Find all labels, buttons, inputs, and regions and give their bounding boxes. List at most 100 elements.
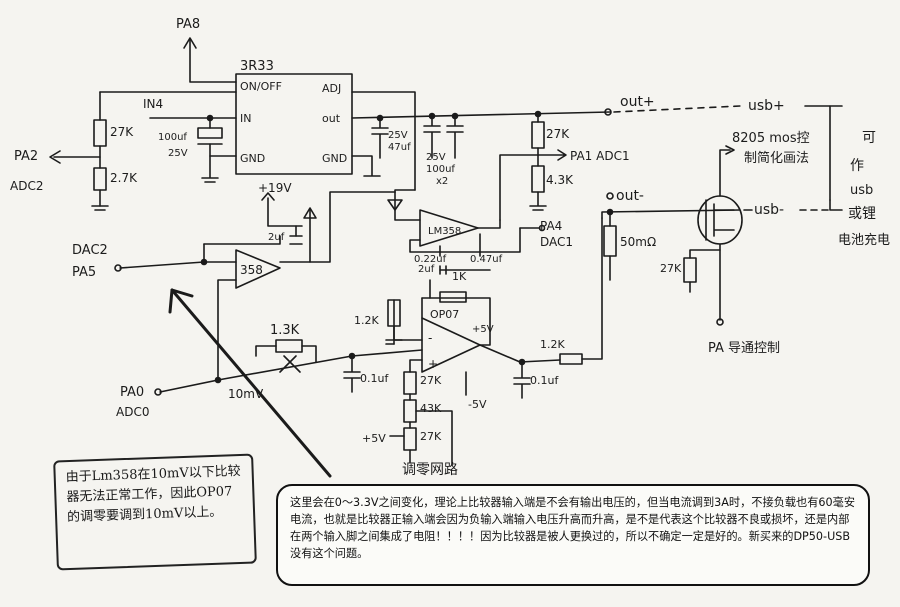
label-adj: ADJ <box>322 82 341 95</box>
label-p5v-b: +5V <box>362 432 386 445</box>
wire-adj <box>351 91 416 191</box>
opamp-358 <box>235 249 281 289</box>
diode-a <box>387 199 403 211</box>
label-cap-out-v: 47uf <box>388 142 411 153</box>
label-onoff: ON/OFF <box>240 80 282 93</box>
label-pa2: PA2 <box>14 149 38 164</box>
label-side-4: 或锂 <box>848 206 876 222</box>
ground-left <box>91 205 109 211</box>
label-pa-ctrl: PA 导通控制 <box>708 341 780 356</box>
label-r43k: 43K <box>420 402 442 415</box>
label-r1-2k: 1.2K <box>354 314 379 327</box>
label-pa4: PA4 <box>540 219 562 233</box>
lm358-comparator <box>419 209 479 247</box>
label-adc2: ADC2 <box>10 179 43 193</box>
wire-dashed-usb-plus <box>613 105 741 113</box>
resistor-27k-f <box>403 427 417 451</box>
label-plus: + <box>428 357 438 371</box>
pointer-arrow <box>170 288 332 478</box>
label-lm358: LM358 <box>428 226 461 237</box>
cross-mark <box>279 355 301 373</box>
label-r27k-e: 27K <box>420 374 442 387</box>
wire-pa8 <box>189 39 237 83</box>
label-r1k: 1K <box>452 270 467 283</box>
annotation-text-box: 这里会在0～3.3V之间变化，理论上比较器输入端是不会有输出电压的，但当电流调到… <box>276 484 870 586</box>
label-r4-3k-a: 4.3K <box>546 173 574 187</box>
resistor-1-2k-b <box>559 353 583 365</box>
label-cap-out: 25V <box>388 130 408 141</box>
label-cap01a: 0.1uf <box>360 372 389 385</box>
cap-100uf-2 <box>446 115 464 159</box>
label-gnd2: GND <box>322 152 347 165</box>
cap-47uf <box>371 117 389 159</box>
cap-100uf-1 <box>423 115 441 159</box>
label-side-2: 作 <box>850 158 864 174</box>
label-r27k-a: 27K <box>110 125 134 139</box>
label-cap-2uf-b: 2uf <box>418 264 435 275</box>
label-pa1: PA1 ADC1 <box>570 149 630 163</box>
mos-transistor <box>697 195 743 245</box>
label-side-1: 可 <box>862 130 876 146</box>
label-out-plus: out+ <box>620 94 655 110</box>
cap-2uf-a <box>289 235 303 245</box>
label-r2-7k: 2.7K <box>110 171 138 185</box>
label-cap-in: 100uf <box>158 132 187 143</box>
label-pa5: PA5 <box>72 265 96 280</box>
label-mos2: 制简化画法 <box>744 150 809 166</box>
label-in: IN <box>240 112 251 125</box>
label-cap-022: 0.22uf <box>414 254 447 265</box>
label-reg: 3R33 <box>240 59 274 74</box>
label-usb-minus: usb- <box>754 202 784 218</box>
label-dac1: DAC1 <box>540 235 573 249</box>
label-pa0: PA0 <box>120 385 144 400</box>
arrow-pa2 <box>49 150 61 164</box>
resistor-43k <box>403 399 417 423</box>
resistor-27k-e <box>403 371 417 395</box>
label-side-3: usb <box>850 183 873 198</box>
label-capx2-v: 25V <box>426 152 446 163</box>
label-r1-3k: 1.3K <box>270 323 300 338</box>
label-minus: - <box>428 331 432 345</box>
cap-100uf-in <box>197 127 223 139</box>
label-r27k-d: 27K <box>660 262 682 275</box>
label-10mv: 10mV <box>228 387 264 401</box>
label-cap-2uf: 2uf <box>268 232 285 243</box>
resistor-27k-c <box>531 121 545 149</box>
label-capx2: 100uf <box>426 164 455 175</box>
label-mos: 8205 mos控 <box>732 131 810 146</box>
label-out-minus: out- <box>616 188 644 204</box>
cap-0-1uf-b <box>513 361 531 399</box>
label-n5v: -5V <box>468 398 487 411</box>
resistor-50mohm <box>603 225 617 257</box>
arrow-pa8 <box>183 37 197 49</box>
cap-2uf-b <box>439 265 447 275</box>
regulator-box <box>235 73 353 175</box>
label-capx2-n: x2 <box>436 176 448 187</box>
label-19v: +19V <box>258 181 292 195</box>
label-adc0: ADC0 <box>116 405 149 419</box>
label-tune: 调零网路 <box>402 462 458 478</box>
label-in4: IN4 <box>143 97 163 111</box>
arrow-pa1 <box>537 149 567 161</box>
resistor-1k <box>439 291 467 303</box>
wire-out-rail <box>351 111 611 119</box>
resistor-1-3k <box>275 339 303 353</box>
label-side-5: 电池充电 <box>838 232 890 248</box>
opamp-op07 <box>421 317 481 373</box>
label-50m: 50mΩ <box>620 235 656 249</box>
resistor-27k-a <box>93 119 107 147</box>
label-usb-plus: usb+ <box>748 98 785 114</box>
label-cap-in-v: 25V <box>168 148 188 159</box>
label-gnd: GND <box>240 152 265 165</box>
label-r1-2k-b: 1.2K <box>540 338 565 351</box>
label-cap01b: 0.1uf <box>530 374 559 387</box>
label-dac2: DAC2 <box>72 243 108 258</box>
label-pa8: PA8 <box>176 17 200 32</box>
label-358: 358 <box>240 263 263 277</box>
label-out: out <box>322 112 341 125</box>
cap-0-1uf-a <box>343 355 361 393</box>
label-p5v: +5V <box>472 324 494 335</box>
label-cap-047: 0.47uf <box>470 254 503 265</box>
